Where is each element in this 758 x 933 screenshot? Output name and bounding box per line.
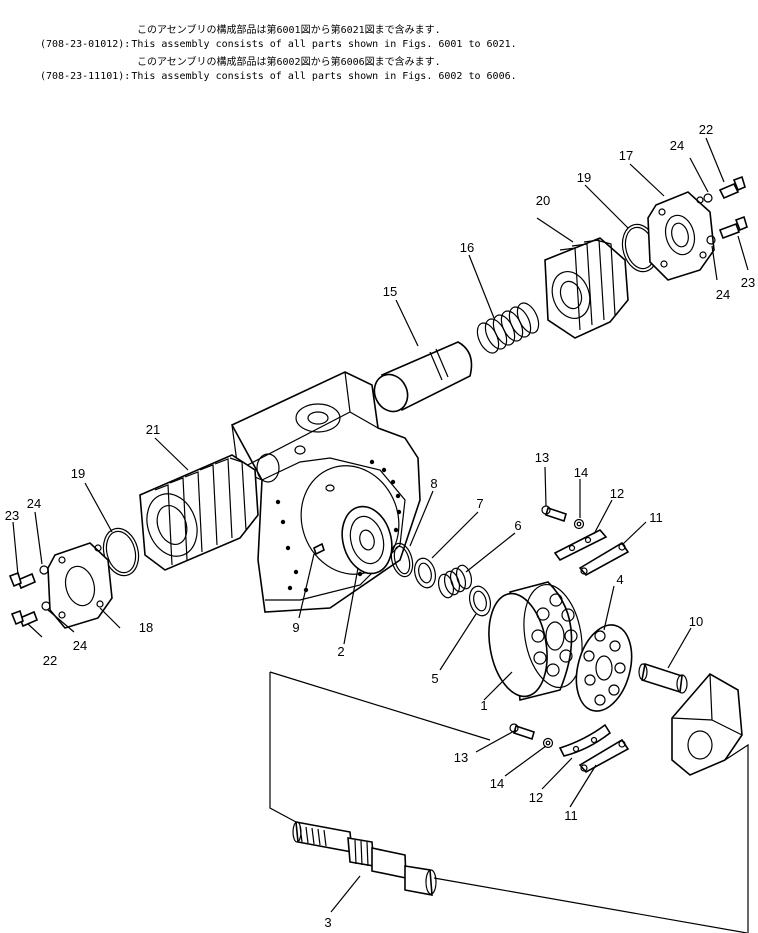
- note-line-3: このアセンブリの構成部品は第6002図から第6006図まで含みます.: [137, 56, 441, 68]
- callout-11-lower: 11: [564, 808, 578, 823]
- callout-15: 15: [383, 284, 397, 299]
- callout-13-upper: 13: [535, 450, 549, 465]
- washer-part-14-upper: [573, 518, 585, 530]
- callout-10: 10: [689, 614, 703, 629]
- callout-22-upper: 22: [699, 122, 713, 137]
- plate-part-4: [575, 624, 633, 712]
- finned-cover-part-21: [139, 454, 259, 571]
- callout-13-lower: 13: [454, 750, 468, 765]
- plate-part-12-lower: [558, 723, 612, 757]
- callout-19-upper: 19: [577, 170, 591, 185]
- ring-part-5: [468, 585, 492, 617]
- callout-24-lower-a: 24: [27, 496, 41, 511]
- callout-17: 17: [619, 148, 633, 163]
- cylinder-block-part-1: [488, 581, 583, 702]
- valve-plate-part-2: [341, 505, 393, 575]
- callout-7: 7: [476, 496, 483, 511]
- note-line-1: このアセンブリの構成部品は第6001図から第6021図まで含みます.: [137, 24, 441, 36]
- shoe-holder: [671, 672, 743, 776]
- bolt-part-23-upper: [706, 215, 748, 245]
- bolt-part-23-lower: [8, 565, 49, 590]
- washer-part-7: [413, 557, 437, 589]
- callout-8: 8: [430, 476, 437, 491]
- bolt-part-22-lower: [10, 601, 51, 628]
- guide-part-11-upper: [578, 541, 630, 577]
- callout-21: 21: [146, 422, 160, 437]
- piston-part-10: [638, 662, 688, 694]
- note-line-2: (708-23-01012):This assembly consists of…: [40, 38, 517, 50]
- callout-labels: 1 2 3 4 5 6 7 8 9 10 11 11 12 12 13 13 1…: [5, 122, 755, 930]
- callout-9: 9: [292, 620, 299, 635]
- alignment-lines: [269, 671, 749, 933]
- callout-3: 3: [324, 915, 331, 930]
- leader-lines: [12, 137, 749, 913]
- assembly-note: このアセンブリの構成部品は第6001図から第6021図まで含みます. (708-…: [40, 20, 517, 84]
- washer-part-14-lower: [542, 737, 554, 749]
- callout-11-upper: 11: [649, 510, 663, 525]
- flange-part-17: [647, 191, 715, 281]
- bolt-part-22-upper: [703, 175, 746, 203]
- sleeve-part-15: [373, 341, 473, 413]
- spring-part-16: [476, 302, 540, 354]
- callout-12-lower: 12: [529, 790, 543, 805]
- callout-23-lower: 23: [5, 508, 19, 523]
- callout-24-lower-b: 24: [73, 638, 87, 653]
- callout-4: 4: [616, 572, 623, 587]
- callout-12-upper: 12: [610, 486, 624, 501]
- callout-19-lower: 19: [71, 466, 85, 481]
- callout-22-lower: 22: [43, 653, 57, 668]
- snap-ring-part-8: [390, 542, 414, 578]
- note-line-4: (708-23-11101):This assembly consists of…: [40, 70, 517, 82]
- callout-2: 2: [337, 644, 344, 659]
- callout-16: 16: [460, 240, 474, 255]
- callout-20: 20: [536, 193, 550, 208]
- flange-part-18: [47, 542, 113, 629]
- guide-part-11-lower: [578, 738, 630, 774]
- shaft-part-3: [292, 821, 437, 896]
- callout-5: 5: [431, 671, 438, 686]
- callout-24-upper-a: 24: [670, 138, 684, 153]
- spring-part-6: [437, 564, 473, 599]
- plate-part-12-upper: [553, 529, 608, 562]
- callout-14-upper: 14: [574, 465, 588, 480]
- bolt-part-13-upper: [541, 505, 567, 523]
- pin-part-9: [313, 542, 325, 556]
- callout-6: 6: [514, 518, 521, 533]
- callout-14-lower: 14: [490, 776, 504, 791]
- callout-24-upper-b: 24: [716, 287, 730, 302]
- callout-1: 1: [480, 698, 487, 713]
- callout-23-upper: 23: [741, 275, 755, 290]
- callout-18: 18: [139, 620, 153, 635]
- finned-cover-part-20: [544, 237, 629, 339]
